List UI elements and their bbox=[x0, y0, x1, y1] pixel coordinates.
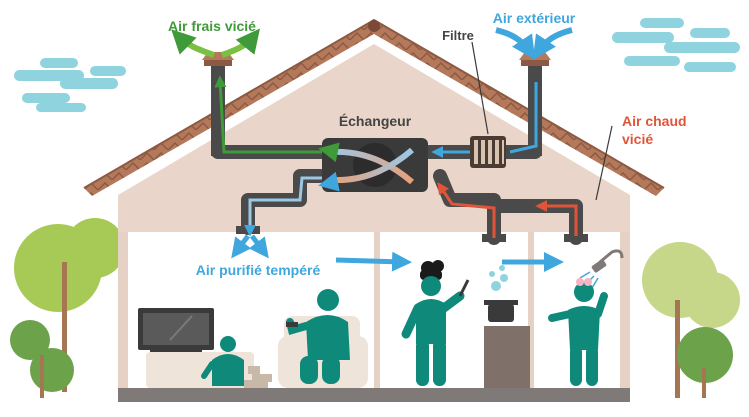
filter-label: Filtre bbox=[442, 28, 474, 43]
stale-air-arrows bbox=[171, 28, 261, 58]
room-airflow-arrows bbox=[231, 234, 564, 272]
warm-stale-air-label: Air chaud bbox=[622, 113, 687, 129]
outside-air-arrows bbox=[495, 27, 573, 60]
person-icon bbox=[201, 336, 244, 386]
cloud-icon bbox=[612, 18, 740, 72]
pot-icon bbox=[484, 265, 530, 388]
heat-exchanger-icon bbox=[318, 138, 428, 192]
person-icon bbox=[548, 278, 608, 386]
floor bbox=[118, 388, 630, 402]
person-icon bbox=[286, 289, 350, 384]
tree-icon bbox=[642, 242, 740, 408]
tree-icon bbox=[10, 218, 125, 405]
outside-air-label: Air extérieur bbox=[493, 10, 576, 26]
purified-air-label: Air purifié tempéré bbox=[196, 262, 321, 278]
cloud-icon bbox=[14, 58, 126, 112]
warm-stale-air-label-line2: vicié bbox=[622, 131, 653, 147]
stale-air-label: Air frais vicié bbox=[168, 18, 256, 34]
exchanger-label: Échangeur bbox=[339, 113, 412, 129]
filter-icon bbox=[470, 41, 506, 168]
person-icon bbox=[401, 260, 465, 386]
toy-blocks bbox=[244, 366, 272, 388]
